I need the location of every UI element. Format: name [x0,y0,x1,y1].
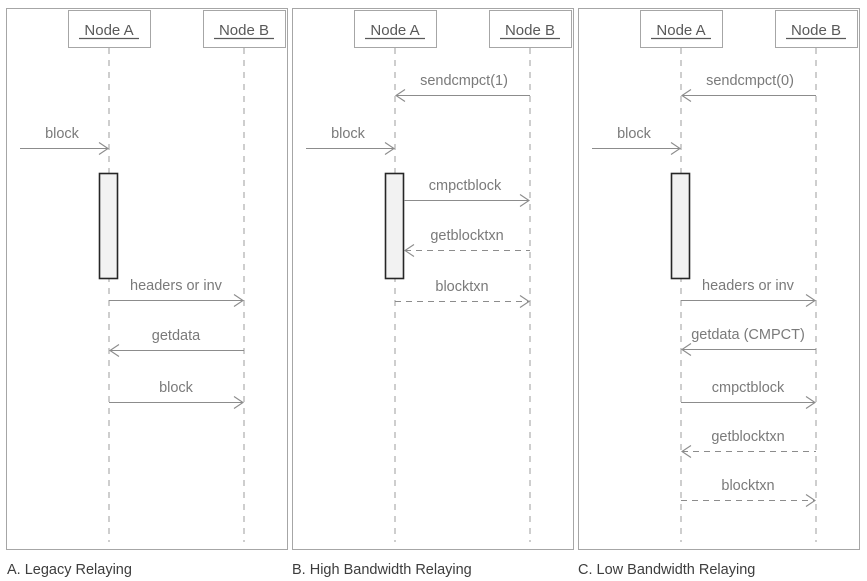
arrow-left-icon [681,343,692,356]
panel-c-message-getblocktxn[interactable]: getblocktxn [681,429,816,458]
panel-a-actor-node-a[interactable]: Node A [68,10,151,48]
panel-b-message-getblocktxn[interactable]: getblocktxn [404,228,530,257]
panel-c-caption: C. Low Bandwidth Relaying [578,562,755,578]
panel-c-message-block-in-label: block [617,126,652,142]
arrow-left-icon [109,344,120,357]
panel-c-activation-node-a [670,172,691,280]
arrow-left-icon [395,89,406,102]
panel-c-message-sendcmpct-label: sendcmpct(0) [706,73,794,89]
panel-b-node-a-label: Node A [370,22,419,39]
panel-a-message-getdata-label: getdata [152,328,201,344]
panel-c-message-cmpctblock[interactable]: cmpctblock [681,380,816,409]
panel-a-message-block-label: block [159,380,194,396]
panel-a-message-block-in-label: block [45,126,80,142]
panel-a-node-b-box [203,10,286,48]
panel-c-message-getblocktxn-label: getblocktxn [711,429,784,445]
arrow-right-icon [233,294,244,307]
panel-a-message-block[interactable]: block [109,380,244,409]
panel-b-message-cmpctblock-label: cmpctblock [429,178,502,194]
panel-b: Node A Node B sendcmpct(1) block cmpctbl… [292,8,574,578]
panel-a-node-a-label: Node A [84,22,133,39]
panel-b-message-blocktxn[interactable]: blocktxn [395,279,530,308]
panel-b-message-cmpctblock[interactable]: cmpctblock [404,178,530,207]
panel-c-node-a-label: Node A [656,22,705,39]
panel-b-message-getblocktxn-label: getblocktxn [430,228,503,244]
panel-c-message-headers-or-inv-label: headers or inv [702,278,795,294]
arrow-right-icon [805,494,816,507]
panel-a-message-headers-or-inv-label: headers or inv [130,278,223,294]
panel-a-message-headers-or-inv[interactable]: headers or inv [109,278,244,307]
panel-b-actor-node-b[interactable]: Node B [489,10,572,48]
arrow-right-icon [519,194,530,207]
panel-c-message-sendcmpct[interactable]: sendcmpct(0) [681,73,816,102]
panel-a-activation-node-a [98,172,119,280]
panel-c-actor-node-b[interactable]: Node B [775,10,858,48]
panel-c-message-block-in[interactable]: block [592,126,681,155]
panel-c-message-blocktxn-label: blocktxn [721,478,774,494]
arrow-right-icon [233,396,244,409]
panel-c-message-headers-or-inv[interactable]: headers or inv [681,278,816,307]
panel-c-message-getdata-cmpct[interactable]: getdata (CMPCT) [681,327,816,356]
panel-a-caption: A. Legacy Relaying [7,562,132,578]
panel-c-message-cmpctblock-label: cmpctblock [712,380,785,396]
arrow-right-icon [519,295,530,308]
arrow-right-icon [384,142,395,155]
panel-c-node-a-box [640,10,723,48]
panel-a-message-block-in[interactable]: block [20,126,109,155]
panel-c-node-b-label: Node B [791,22,841,39]
panel-a-node-b-label: Node B [219,22,269,39]
panel-c-message-blocktxn[interactable]: blocktxn [681,478,816,507]
panel-b-message-block-in[interactable]: block [306,126,395,155]
panel-a-actor-node-b[interactable]: Node B [203,10,286,48]
panel-c-node-b-box [775,10,858,48]
panel-b-node-b-box [489,10,572,48]
panel-c-frame [578,8,860,550]
panel-a: Node A Node B block headers or inv ge [6,8,288,578]
panel-b-activation-node-a [384,172,405,280]
panel-c-actor-node-a[interactable]: Node A [640,10,723,48]
arrow-left-icon [681,445,692,458]
panel-b-actor-node-a[interactable]: Node A [354,10,437,48]
panel-c-message-getdata-cmpct-label: getdata (CMPCT) [691,327,805,343]
arrow-left-icon [681,89,692,102]
panel-b-message-sendcmpct[interactable]: sendcmpct(1) [395,73,530,102]
panel-a-frame [6,8,288,550]
panel-a-node-a-box [68,10,151,48]
arrow-right-icon [805,294,816,307]
panel-a-message-getdata[interactable]: getdata [109,328,244,357]
arrow-right-icon [98,142,109,155]
panel-b-message-block-in-label: block [331,126,366,142]
panel-b-node-a-box [354,10,437,48]
panel-b-caption: B. High Bandwidth Relaying [292,562,472,578]
panel-c: Node A Node B sendcmpct(0) block headers… [578,8,860,578]
panel-b-frame [292,8,574,550]
panel-b-message-blocktxn-label: blocktxn [435,279,488,295]
arrow-right-icon [805,396,816,409]
arrow-right-icon [670,142,681,155]
panel-b-node-b-label: Node B [505,22,555,39]
arrow-left-icon [404,244,415,257]
panel-b-message-sendcmpct-label: sendcmpct(1) [420,73,508,89]
